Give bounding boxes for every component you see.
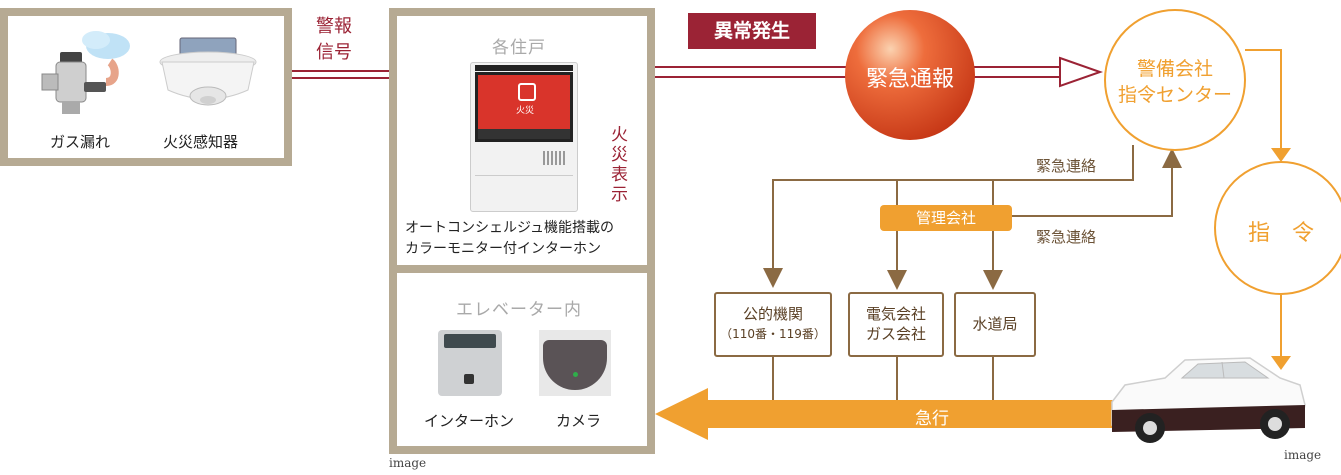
intercom-monitor-device: 火災 bbox=[470, 62, 578, 212]
monitor-lower-panel bbox=[475, 175, 573, 204]
gas-valve-icon bbox=[38, 28, 133, 116]
utilities-box: 電気会社 ガス会社 bbox=[848, 292, 944, 357]
monitor-caption-line1: オートコンシェルジュ機能搭載の bbox=[405, 220, 615, 236]
monitor-caption-line2: カラーモニター付インターホン bbox=[405, 241, 601, 257]
public-agencies-label: 公的機関 bbox=[742, 305, 803, 323]
monitor-speaker-grille bbox=[543, 151, 565, 165]
rush-label: 急行 bbox=[915, 409, 949, 429]
gas-leak-label: ガス漏れ bbox=[50, 133, 111, 151]
alarm-signal-label-line1: 警報 bbox=[316, 16, 352, 37]
public-agencies-numbers: （110番・119番） bbox=[720, 327, 826, 341]
security-center-line2: 指令センター bbox=[1117, 84, 1232, 106]
utilities-electric: 電気会社 bbox=[865, 305, 926, 323]
screen-button-bar bbox=[478, 129, 570, 139]
image-caption-left: image bbox=[389, 456, 427, 470]
public-agencies-box: 公的機関 （110番・119番） bbox=[714, 292, 832, 357]
fire-screen-text: 火災 bbox=[516, 106, 535, 116]
fire-screen-icon bbox=[518, 83, 536, 101]
fire-detector-icon bbox=[158, 30, 258, 120]
elevator-camera-icon bbox=[539, 330, 611, 396]
waterworks-label: 水道局 bbox=[972, 315, 1018, 333]
emergency-contact-label-1: 緊急連絡 bbox=[1036, 157, 1097, 175]
elevator-intercom-label: インターホン bbox=[424, 412, 515, 430]
elevator-camera-label: カメラ bbox=[556, 412, 602, 430]
fire-display-char-3: 表 bbox=[611, 165, 628, 185]
emergency-contact-label-2: 緊急連絡 bbox=[1036, 228, 1097, 246]
alarm-signal-label-line2: 信号 bbox=[316, 42, 352, 63]
waterworks-box: 水道局 bbox=[954, 292, 1036, 357]
monitor-screen: 火災 bbox=[475, 72, 573, 142]
center-to-command-arrowhead bbox=[1271, 148, 1291, 162]
management-company-box: 管理会社 bbox=[880, 205, 1012, 231]
command-to-car-arrowhead bbox=[1271, 356, 1291, 370]
rush-arrow bbox=[655, 388, 1125, 440]
management-to-center-line bbox=[1012, 148, 1182, 217]
center-to-command-line bbox=[1245, 49, 1282, 150]
utilities-gas: ガス会社 bbox=[865, 325, 926, 343]
elevator-intercom-icon bbox=[438, 330, 502, 396]
residence-divider bbox=[389, 265, 655, 273]
car-icon bbox=[1111, 357, 1306, 443]
residence-title: 各住戸 bbox=[492, 38, 546, 58]
security-center-line1: 警備会社 bbox=[1136, 58, 1213, 80]
command-label: 指 令 bbox=[1247, 221, 1314, 246]
fire-display-char-4: 示 bbox=[611, 185, 628, 205]
security-center-circle bbox=[1104, 9, 1246, 151]
emergency-report-text: 緊急通報 bbox=[865, 67, 954, 92]
image-caption-right: image bbox=[1284, 448, 1322, 462]
command-circle bbox=[1214, 161, 1341, 295]
center-to-distribution-line bbox=[763, 145, 1134, 288]
emergency-report-ball bbox=[845, 10, 975, 140]
fire-detector-label: 火災感知器 bbox=[163, 133, 239, 151]
fire-display-char-1: 火 bbox=[611, 125, 628, 145]
fire-display-char-2: 災 bbox=[611, 145, 628, 165]
report-arrowhead bbox=[1059, 56, 1104, 88]
elevator-title: エレベーター内 bbox=[456, 300, 582, 320]
monitor-top-strip bbox=[475, 65, 573, 71]
abnormal-badge: 異常発生 bbox=[688, 13, 816, 49]
